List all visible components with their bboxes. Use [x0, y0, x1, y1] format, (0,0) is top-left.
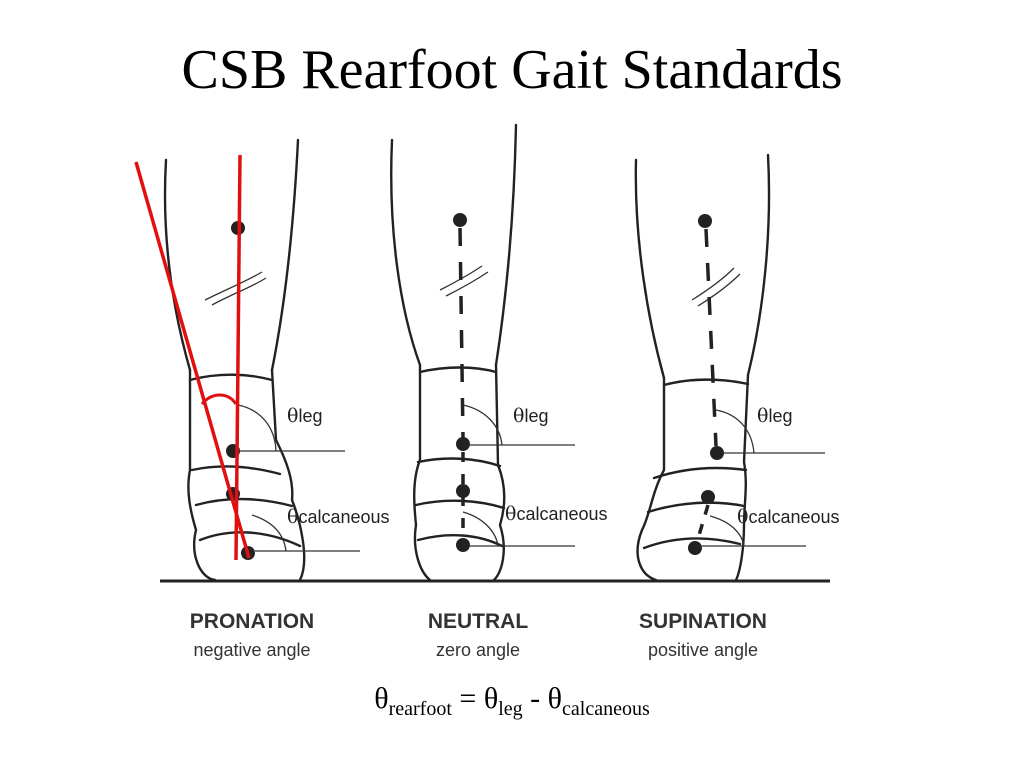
svg-text:θcalcaneous: θcalcaneous: [505, 503, 608, 525]
theta-symbol: θ: [547, 682, 563, 715]
theta-calcaneous-label: calcaneous: [298, 507, 389, 527]
theta-symbol: θ: [757, 405, 768, 427]
neutral-figure: [390, 123, 575, 582]
slide-title: CSB Rearfoot Gait Standards: [181, 39, 843, 101]
theta-calcaneous-label: calcaneous: [748, 507, 839, 527]
svg-text:θleg: θleg: [287, 405, 322, 427]
theta-leg-label: leg: [524, 406, 548, 426]
theta-symbol: θ: [513, 405, 524, 427]
panel-sub-supination: positive angle: [648, 640, 758, 660]
pronation-figure: [163, 138, 360, 582]
formula-calcaneous-sub: calcaneous: [562, 698, 650, 720]
theta-leg-label: leg: [298, 406, 322, 426]
theta-calcaneous-label: calcaneous: [516, 504, 607, 524]
theta-symbol: θ: [505, 503, 516, 525]
theta-symbol: θ: [374, 682, 389, 715]
rearfoot-formula: θrearfoot = θleg - θcalcaneous: [0, 682, 1024, 721]
theta-symbol: θ: [737, 506, 748, 528]
panel-sub-pronation: negative angle: [193, 640, 310, 660]
theta-symbol: θ: [287, 405, 298, 427]
theta-symbol: θ: [483, 682, 499, 715]
calcaneus-axis-line: [134, 161, 251, 559]
svg-text:θcalcaneous: θcalcaneous: [737, 506, 840, 528]
formula-equals: =: [451, 682, 484, 715]
formula-leg-sub: leg: [498, 698, 523, 720]
panel-name-pronation: PRONATION: [190, 610, 314, 633]
formula-minus: -: [522, 682, 548, 715]
panel-name-supination: SUPINATION: [639, 610, 767, 633]
theta-leg-label: leg: [768, 406, 792, 426]
supination-figure: [634, 153, 825, 582]
svg-text:θleg: θleg: [757, 405, 792, 427]
rearfoot-angle-arc: [200, 393, 238, 406]
theta-symbol: θ: [287, 506, 298, 528]
svg-text:θcalcaneous: θcalcaneous: [287, 506, 390, 528]
svg-text:θleg: θleg: [513, 405, 548, 427]
panel-sub-neutral: zero angle: [436, 640, 520, 660]
formula-rearfoot-sub: rearfoot: [388, 698, 452, 720]
panel-name-neutral: NEUTRAL: [428, 610, 528, 633]
leg-axis-line: [234, 154, 242, 561]
